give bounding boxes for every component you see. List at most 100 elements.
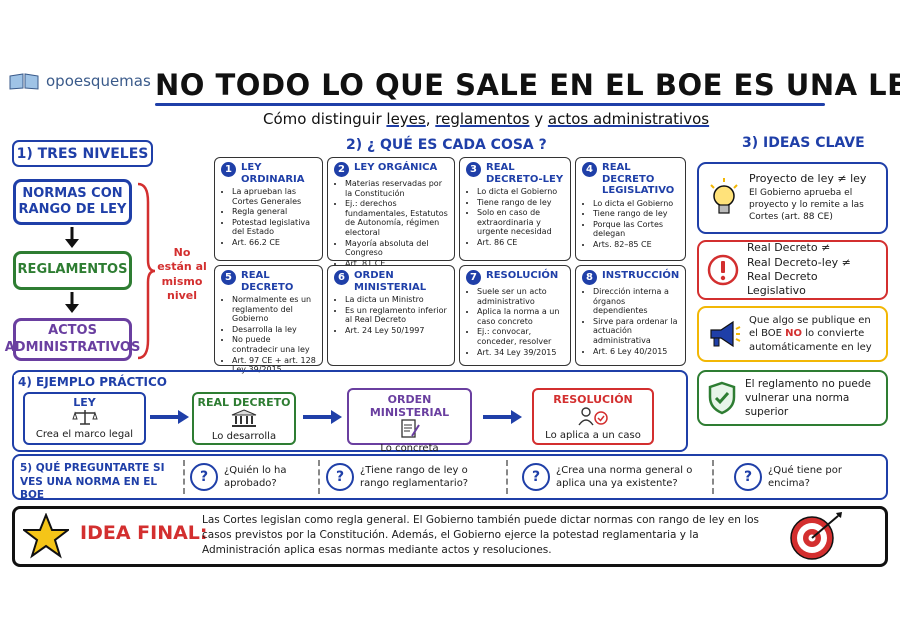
example-title: LEY: [73, 396, 96, 409]
idea-3-post: lo convierte automáticamente en ley: [749, 328, 872, 353]
card-title: REAL DECRETO-LEY: [486, 162, 564, 185]
final-idea-box: [12, 506, 888, 567]
section1-heading-text: 1) TRES NIVELES: [16, 145, 149, 162]
dashed-divider: [318, 460, 320, 494]
page-subtitle: Cómo distinguir leyes, reglamentos y act…: [263, 110, 709, 128]
card-item: Ej.: derechos fundamentales, Estatutos d…: [345, 199, 448, 237]
levels-note: No están al mismo nivel: [157, 246, 207, 302]
down-arrow-icon: [62, 227, 82, 253]
idea-3-text: Que algo se publique en el BOE NO lo con…: [749, 314, 878, 355]
card-item: Regla general: [232, 207, 316, 217]
question-text: ¿Quién lo ha aprobado?: [224, 465, 287, 489]
section4-frame: [12, 370, 688, 452]
level-1-label: NORMAS CON RANGO DE LEY: [18, 185, 127, 217]
card-item: La dicta un Ministro: [345, 295, 448, 305]
question-text: ¿Tiene rango de ley o rango reglamentari…: [360, 465, 469, 489]
down-arrow-icon: [62, 292, 82, 318]
card-title: ORDEN MINISTERIAL: [354, 270, 427, 293]
exclamation-icon: [707, 254, 739, 286]
idea-2-line: Real Decreto Legislativo: [747, 270, 818, 298]
example-orden-ministerial: ORDEN MINISTERIAL Lo concreta: [347, 388, 472, 454]
question-item: ? ¿Crea una norma general o aplica una y…: [522, 463, 697, 491]
person-check-icon: [578, 407, 608, 426]
idea-4-text: El reglamento no puede vulnerar una norm…: [745, 377, 871, 419]
example-resolucion: RESOLUCIÓN Lo aplica a un caso: [532, 388, 654, 445]
example-desc: Lo desarrolla: [211, 431, 277, 442]
right-arrow-icon: [150, 408, 190, 430]
card-item: Tiene rango de ley: [477, 198, 564, 208]
card-item: Materias reservadas por la Constitución: [345, 179, 448, 198]
question-item: ? ¿Tiene rango de ley o rango reglamenta…: [326, 463, 496, 491]
level-reglamentos: REGLAMENTOS: [13, 251, 132, 290]
logo-text: opoesquemas: [46, 72, 151, 90]
card-item: Normalmente es un reglamento del Gobiern…: [232, 295, 316, 324]
section5-heading: 5) QUÉ PREGUNTARTE SI VES UNA NORMA EN E…: [20, 462, 165, 502]
idea-2-line: Real Decreto ≠: [747, 241, 831, 255]
question-item: ? ¿Quién lo ha aprobado?: [190, 463, 315, 491]
idea-1-title: Proyecto de ley ≠ ley: [749, 172, 867, 186]
book-logo-icon: [9, 73, 39, 90]
idea-3-emphasis: NO: [785, 328, 803, 340]
example-desc: Lo concreta: [380, 443, 439, 454]
example-real-decreto: REAL DECRETO Lo desarrolla: [192, 392, 296, 445]
subtitle-pre: Cómo distinguir: [263, 110, 387, 128]
final-idea-label: IDEA FINAL:: [80, 522, 208, 544]
section3-heading: 3) IDEAS CLAVE: [742, 135, 865, 151]
level-normas-rango-ley: NORMAS CON RANGO DE LEY: [13, 179, 132, 225]
dashed-divider: [506, 460, 508, 494]
card-number: 6: [334, 270, 349, 285]
card-item: Tiene rango de ley: [593, 209, 679, 219]
example-title: REAL DECRETO: [197, 396, 291, 409]
example-ley: LEY Crea el marco legal: [23, 392, 146, 445]
level-3-label: ACTOS ADMINISTRATIVOS: [4, 323, 141, 355]
idea-1-text: El Gobierno aprueba el proyecto y lo rem…: [749, 188, 864, 223]
question-icon: ?: [522, 463, 550, 491]
card-item: No puede contradecir una ley: [232, 335, 316, 354]
card-item: Art. 97 CE + art. 128 Ley 39/2015: [232, 356, 316, 375]
logo: opoesquemas: [8, 72, 151, 90]
card-item: Porque las Cortes delegan: [593, 220, 679, 239]
card-item: Art. 81 CE: [345, 259, 448, 269]
final-idea-text: Las Cortes legislan como regla general. …: [202, 514, 760, 557]
card-item: Arts. 82–85 CE: [593, 240, 679, 250]
right-arrow-icon: [303, 408, 343, 430]
section2-heading: 2) ¿ QUÉ ES CADA COSA ?: [346, 137, 547, 153]
card-item: Art. 86 CE: [477, 238, 564, 248]
building-icon: [231, 409, 257, 427]
question-icon: ?: [326, 463, 354, 491]
level-actos-administrativos: ACTOS ADMINISTRATIVOS: [5, 318, 140, 361]
card-number: 1: [221, 162, 236, 177]
idea-reglamento-no-vulnera: El reglamento no puede vulnerar una norm…: [697, 370, 888, 426]
idea-proyecto-de-ley: Proyecto de ley ≠ ley El Gobierno aprueb…: [697, 162, 888, 234]
shield-check-icon: [708, 381, 736, 415]
card-title: RESOLUCIÓN: [486, 270, 559, 281]
card-item: Art. 66.2 CE: [232, 238, 316, 248]
dashed-divider: [712, 460, 714, 494]
idea-boe-no-ley: Que algo se publique en el BOE NO lo con…: [697, 306, 888, 362]
card-item: Art. 34 Ley 39/2015: [477, 348, 564, 358]
dashed-divider: [183, 460, 185, 494]
question-text: ¿Qué tiene por encima?: [768, 465, 842, 489]
brace-icon: [136, 182, 156, 364]
scales-icon: [71, 410, 98, 425]
right-arrow-icon: [483, 408, 523, 430]
card-item: Aplica la norma a un caso concreto: [477, 307, 564, 326]
example-desc: Lo aplica a un caso: [545, 430, 641, 441]
card-item: Art. 24 Ley 50/1997: [345, 326, 448, 336]
megaphone-icon: [710, 320, 741, 348]
subtitle-sep-1: ,: [425, 110, 436, 128]
card-item: Suele ser un acto administrativo: [477, 287, 564, 306]
document-pen-icon: [400, 419, 420, 438]
card-title: REAL DECRETO LEGISLATIVO: [602, 162, 675, 196]
example-desc: Crea el marco legal: [35, 429, 134, 440]
card-number: 7: [466, 270, 481, 285]
idea-real-decreto-distintos: Real Decreto ≠ Real Decreto-ley ≠ Real D…: [697, 240, 888, 300]
idea-3-pre: Que algo se publique en el BOE: [749, 314, 871, 340]
subtitle-sep-2: y: [529, 110, 548, 128]
